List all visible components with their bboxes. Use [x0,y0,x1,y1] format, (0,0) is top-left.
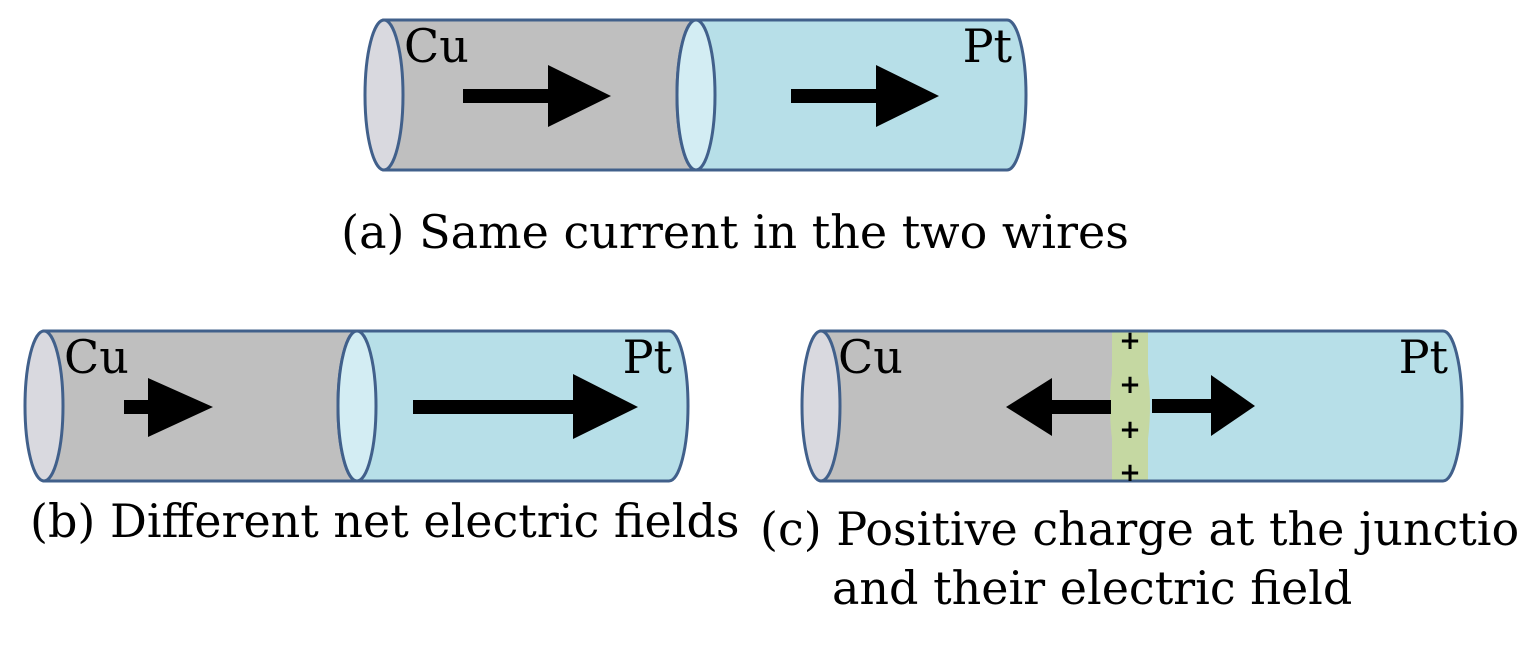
panel-a-pt-label: Pt [963,19,1013,73]
panel-a-cu-label: Cu [404,19,469,73]
panel-c-cu-end-face [800,329,842,483]
panel-c: + + + + Cu Pt (c) Positive charge at the… [760,326,1520,615]
panel-b-junction-face [336,329,378,483]
panel-c-charge-layer-core [1112,331,1148,481]
panel-c-cu-label: Cu [838,330,903,384]
panel-a-caption: (a) Same current in the two wires [341,205,1129,259]
panel-a: Cu Pt (a) Same current in the two wires [341,18,1129,259]
panel-c-plus-sign-2: + [1119,370,1141,400]
panel-c-pt-wire [1128,329,1464,483]
panel-b: Cu Pt (b) Different net electric fields [23,329,740,548]
panel-b-cu-end-face [23,329,65,483]
panel-a-cu-end-face [363,18,405,172]
panel-b-pt-field-arrow [413,374,638,439]
panel-b-pt-label: Pt [623,330,673,384]
panel-c-left-field-arrow [1006,378,1111,436]
panel-b-cu-field-arrow [124,378,213,437]
panel-c-pt-label: Pt [1399,330,1449,384]
panel-c-caption-line2: and their electric field [832,561,1352,615]
panel-a-cu-field-arrow [463,65,611,127]
panel-c-right-field-arrow [1152,375,1255,436]
panel-c-plus-sign-4: + [1119,458,1141,488]
panel-a-junction-face [675,18,717,172]
panel-c-plus-sign-1: + [1119,326,1141,356]
panel-c-caption-line1: (c) Positive charge at the junction [760,502,1520,556]
panel-c-plus-sign-3: + [1119,415,1141,445]
panel-b-cu-label: Cu [64,330,129,384]
panel-a-pt-field-arrow [791,65,939,127]
panel-b-caption: (b) Different net electric fields [30,494,740,548]
